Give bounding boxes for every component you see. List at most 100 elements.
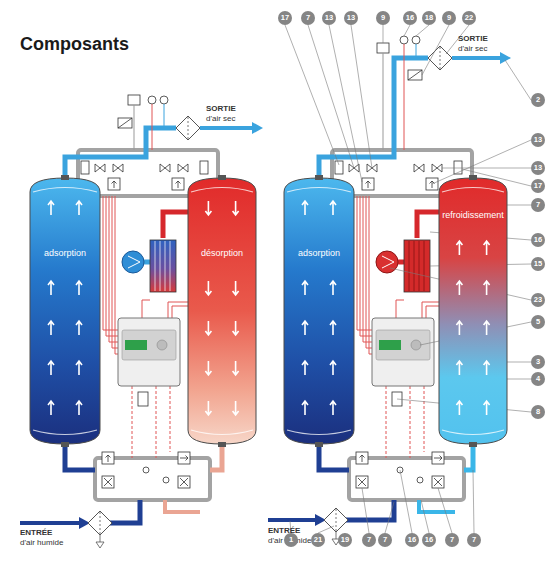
cooling-pipe <box>419 500 455 512</box>
tank-label: adsorption <box>284 248 354 258</box>
flow-arrow <box>48 321 54 335</box>
adsorption-tank: désorption <box>188 178 256 444</box>
callout-number: 21 <box>311 533 325 547</box>
flow-arrow <box>48 401 54 415</box>
tank-nozzle <box>61 442 69 447</box>
leader-line <box>438 488 452 533</box>
tank-diffuser <box>442 188 504 435</box>
flow-arrow <box>76 401 82 415</box>
flow-arrow <box>302 201 308 215</box>
flow-arrow <box>330 361 336 375</box>
callout-number: 16 <box>531 233 545 247</box>
tank-label: adsorption <box>30 248 100 258</box>
tank-body <box>30 178 100 444</box>
flow-arrow <box>456 401 462 415</box>
callout-number: 7 <box>301 11 315 25</box>
flow-arrow <box>76 281 82 295</box>
callout-number: 13 <box>531 161 545 175</box>
callout-number: 5 <box>531 315 545 329</box>
flow-arrow <box>233 361 239 375</box>
filter-element <box>336 509 337 531</box>
tank-body <box>284 178 354 444</box>
filter-element <box>440 47 441 69</box>
blower-symbol <box>128 256 140 268</box>
adsorption-tank: adsorption <box>30 178 100 444</box>
tank-diffuser <box>287 188 351 435</box>
flow-arrow <box>233 401 239 415</box>
adsorption-tank: refroidissement <box>439 178 507 444</box>
callout-number: 2 <box>531 93 545 107</box>
flow-label: SORTIE d'air sec <box>458 34 502 54</box>
flow-label: ENTRÉE d'air humide <box>20 528 66 548</box>
callout-number: 17 <box>278 11 292 25</box>
callout-number: 7 <box>531 198 545 212</box>
filter-symbol <box>176 116 200 140</box>
flow-arrow <box>456 241 462 255</box>
flow-arrow <box>48 361 54 375</box>
flow-arrow <box>484 361 490 375</box>
filter-symbol <box>88 511 112 535</box>
tank-outline <box>30 178 100 444</box>
gauge-symbol <box>412 36 420 44</box>
sensor-symbol <box>408 70 422 80</box>
leader-line <box>285 25 339 165</box>
flow-arrow <box>205 201 211 215</box>
flow-arrow <box>205 401 211 415</box>
callout-number: 16 <box>403 11 417 25</box>
instrument-line <box>134 105 135 150</box>
callout-number: 9 <box>376 11 390 25</box>
wet-air-pipe <box>319 443 349 470</box>
dry-air-pipe <box>65 128 176 180</box>
tank-nozzle <box>315 442 323 447</box>
pressure-switch <box>377 43 389 53</box>
leader-line <box>507 362 531 363</box>
flow-arrow <box>205 281 211 295</box>
leader-line <box>318 526 334 533</box>
pressure-switch <box>128 95 140 105</box>
leader-line <box>383 25 384 43</box>
tank-nozzle <box>218 442 226 447</box>
callout-number: 17 <box>531 179 545 193</box>
title: Composants <box>20 34 129 55</box>
instrument-line <box>404 44 405 150</box>
filter-symbol <box>428 46 452 70</box>
flow-arrow <box>233 321 239 335</box>
outlet-arrow <box>252 122 263 134</box>
flow-arrow <box>302 361 308 375</box>
blower <box>122 251 144 273</box>
tank-nozzle <box>469 442 477 447</box>
gauge-symbol <box>160 96 168 104</box>
filter-element <box>100 512 101 534</box>
leader-line <box>442 168 531 169</box>
flow-arrow <box>205 361 211 375</box>
flow-arrow <box>48 281 54 295</box>
leader-line <box>421 500 429 533</box>
leader-line <box>362 488 369 533</box>
callout-number: 8 <box>531 405 545 419</box>
tank-label: refroidissement <box>439 210 507 220</box>
tank-outline <box>188 178 256 444</box>
filter-element <box>188 117 189 139</box>
leader-line <box>351 25 372 168</box>
exhaust-pipe <box>165 500 200 512</box>
callout-number: 9 <box>442 11 456 25</box>
flow-arrow <box>484 401 490 415</box>
blower-pipe <box>144 260 150 265</box>
tank-body <box>188 178 256 444</box>
cooling-pipe <box>464 443 473 470</box>
filter-symbol <box>324 508 348 532</box>
flow-arrow <box>233 201 239 215</box>
callout-number: 4 <box>531 372 545 386</box>
tank-body <box>439 178 507 444</box>
sensor-symbol <box>118 118 132 128</box>
outlet-arrow <box>500 52 511 64</box>
flow-arrow <box>456 361 462 375</box>
leader-line <box>385 502 394 533</box>
tank-nozzle <box>469 175 477 180</box>
callout-number: 7 <box>362 533 376 547</box>
callout-number: 13 <box>322 11 336 25</box>
wet-air-pipe <box>346 500 394 520</box>
instrument-line <box>416 44 417 56</box>
sensor-symbol <box>118 118 132 128</box>
flow-arrow <box>330 321 336 335</box>
